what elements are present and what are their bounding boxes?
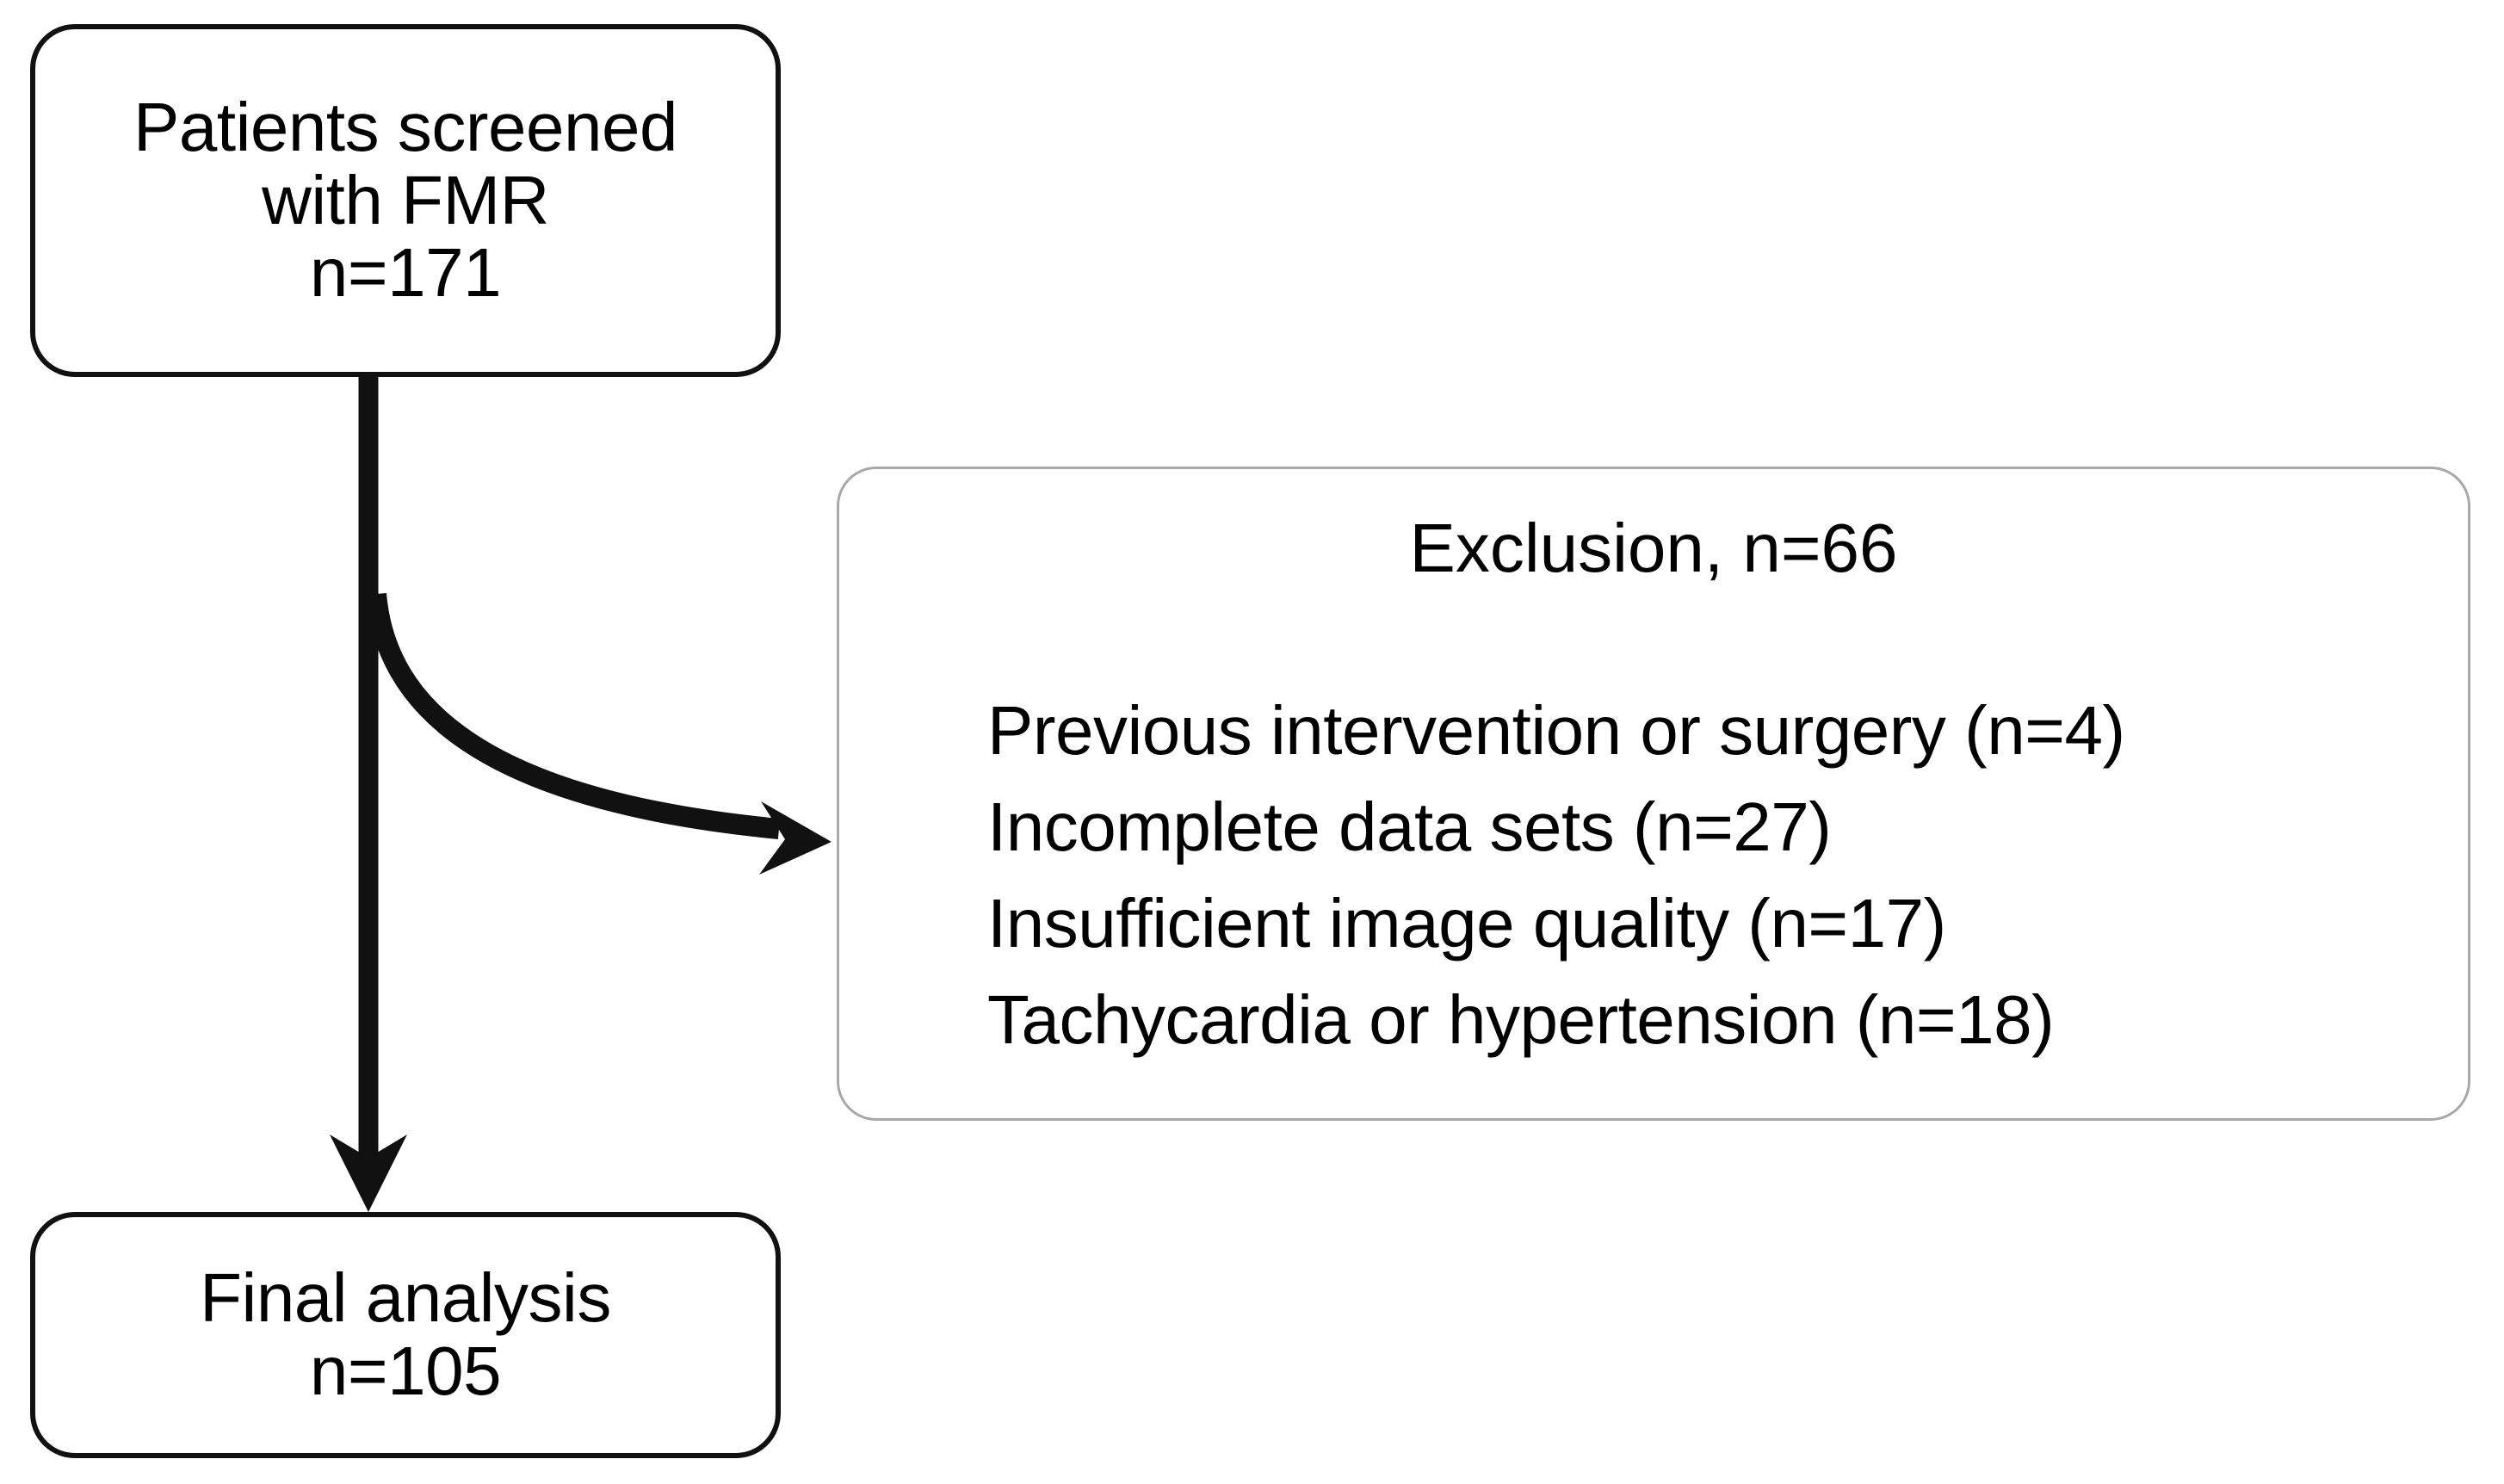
final-count: n=105 — [309, 1333, 502, 1409]
down-arrowhead-icon — [330, 1135, 407, 1212]
exclusion-reason-item: Previous intervention or surgery (n=4) — [987, 692, 2125, 769]
exclusion-reason-item: Incomplete data sets (n=27) — [987, 788, 1832, 865]
right-arrowhead-icon — [759, 801, 832, 875]
exclusion-heading: Exclusion, n=66 — [1409, 510, 1898, 586]
exclusion-reason-list: Previous intervention or surgery (n=4) I… — [987, 683, 2125, 1068]
exclusion-reason-item: Tachycardia or hypertension (n=18) — [987, 981, 2055, 1058]
node-exclusion: Exclusion, n=66 Previous intervention or… — [837, 467, 2470, 1121]
node-final-analysis: Final analysis n=105 — [30, 1212, 781, 1458]
node-patients-screened: Patients screened with FMR n=171 — [30, 24, 781, 377]
final-line-1: Final analysis — [200, 1259, 611, 1337]
screened-line-1: Patients screened — [133, 88, 677, 165]
curved-branch-line — [366, 592, 781, 839]
screened-count: n=171 — [309, 234, 502, 312]
exclusion-reason-item: Insufficient image quality (n=17) — [987, 885, 1946, 962]
screened-line-2: with FMR — [262, 161, 549, 238]
